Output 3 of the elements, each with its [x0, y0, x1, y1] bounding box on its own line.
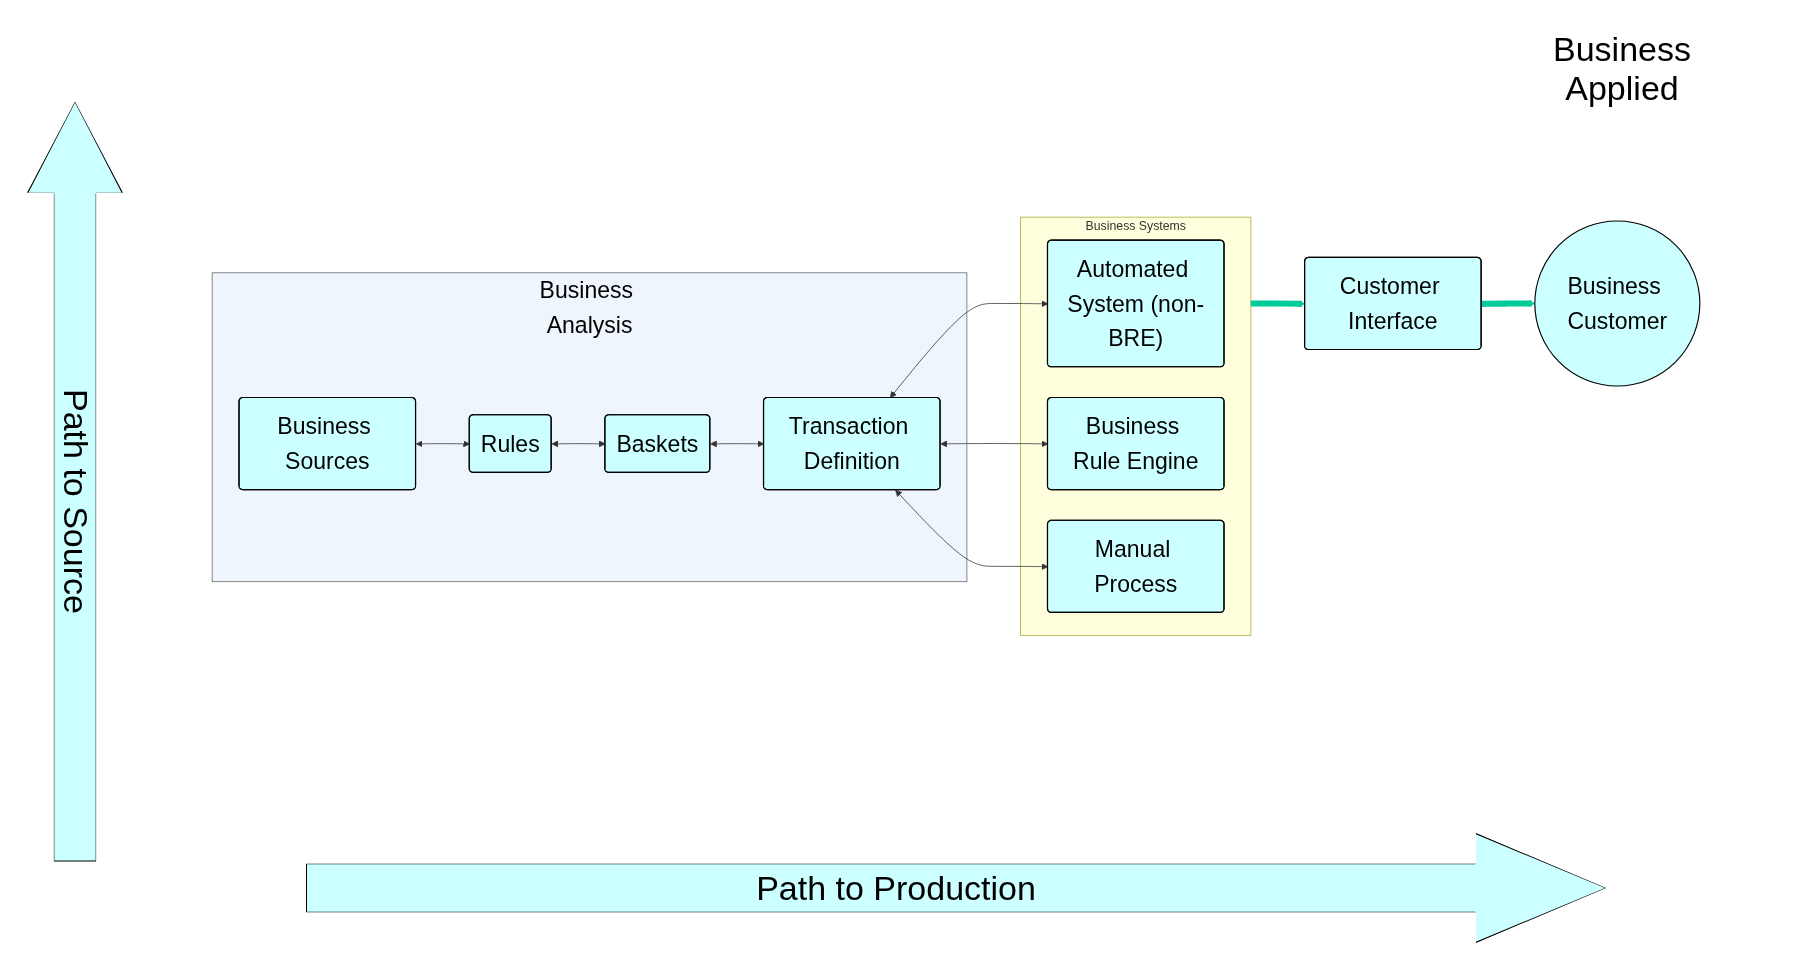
node-circle: Business Customer: [1534, 220, 1701, 387]
column-heading: Business Applied: [1552, 30, 1692, 108]
arrow: [1481, 300, 1536, 308]
